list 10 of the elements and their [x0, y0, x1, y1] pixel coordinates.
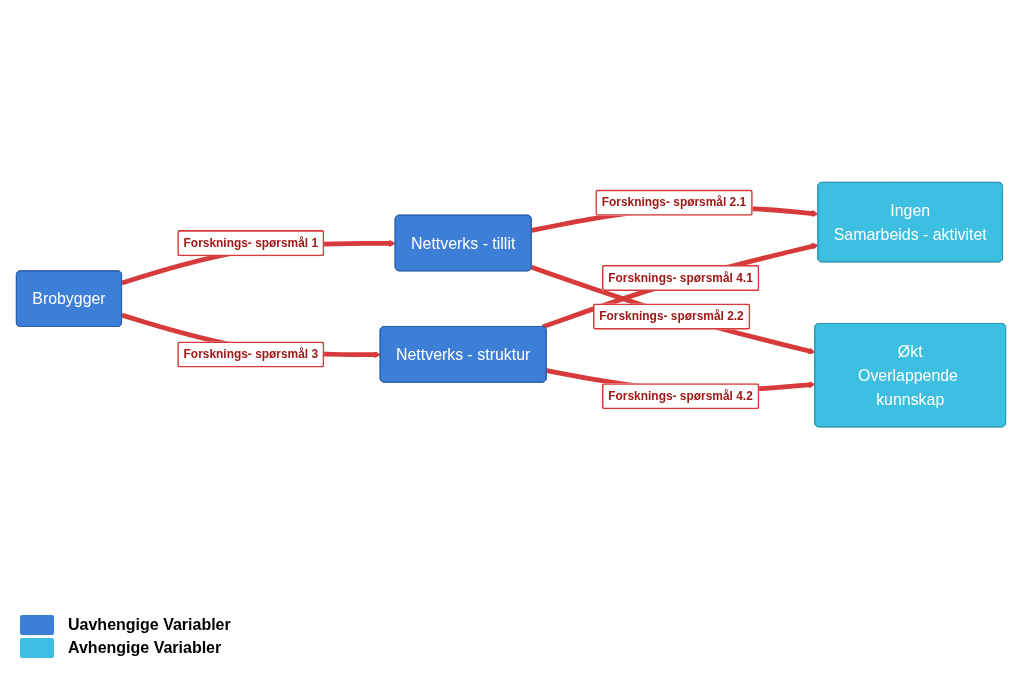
edge-label: Forsknings- spørsmål 1: [183, 236, 319, 250]
edge-label: Forsknings- spørsmål 4.1: [608, 270, 753, 285]
legend-label: Uavhengige Variabler: [68, 616, 231, 634]
edge-label: Forsknings- spørsmål 4.2: [608, 389, 753, 403]
edge-label: Forsknings- spørsmål 3: [183, 347, 319, 361]
arrow: [530, 265, 816, 355]
edge-label: Forsknings- spørsmål 2.1: [601, 195, 747, 210]
edge-label: Forsknings- spørsmål 2.2: [599, 309, 744, 323]
legend-label: Avhengige Variabler: [68, 639, 222, 657]
arrow: [541, 243, 819, 330]
